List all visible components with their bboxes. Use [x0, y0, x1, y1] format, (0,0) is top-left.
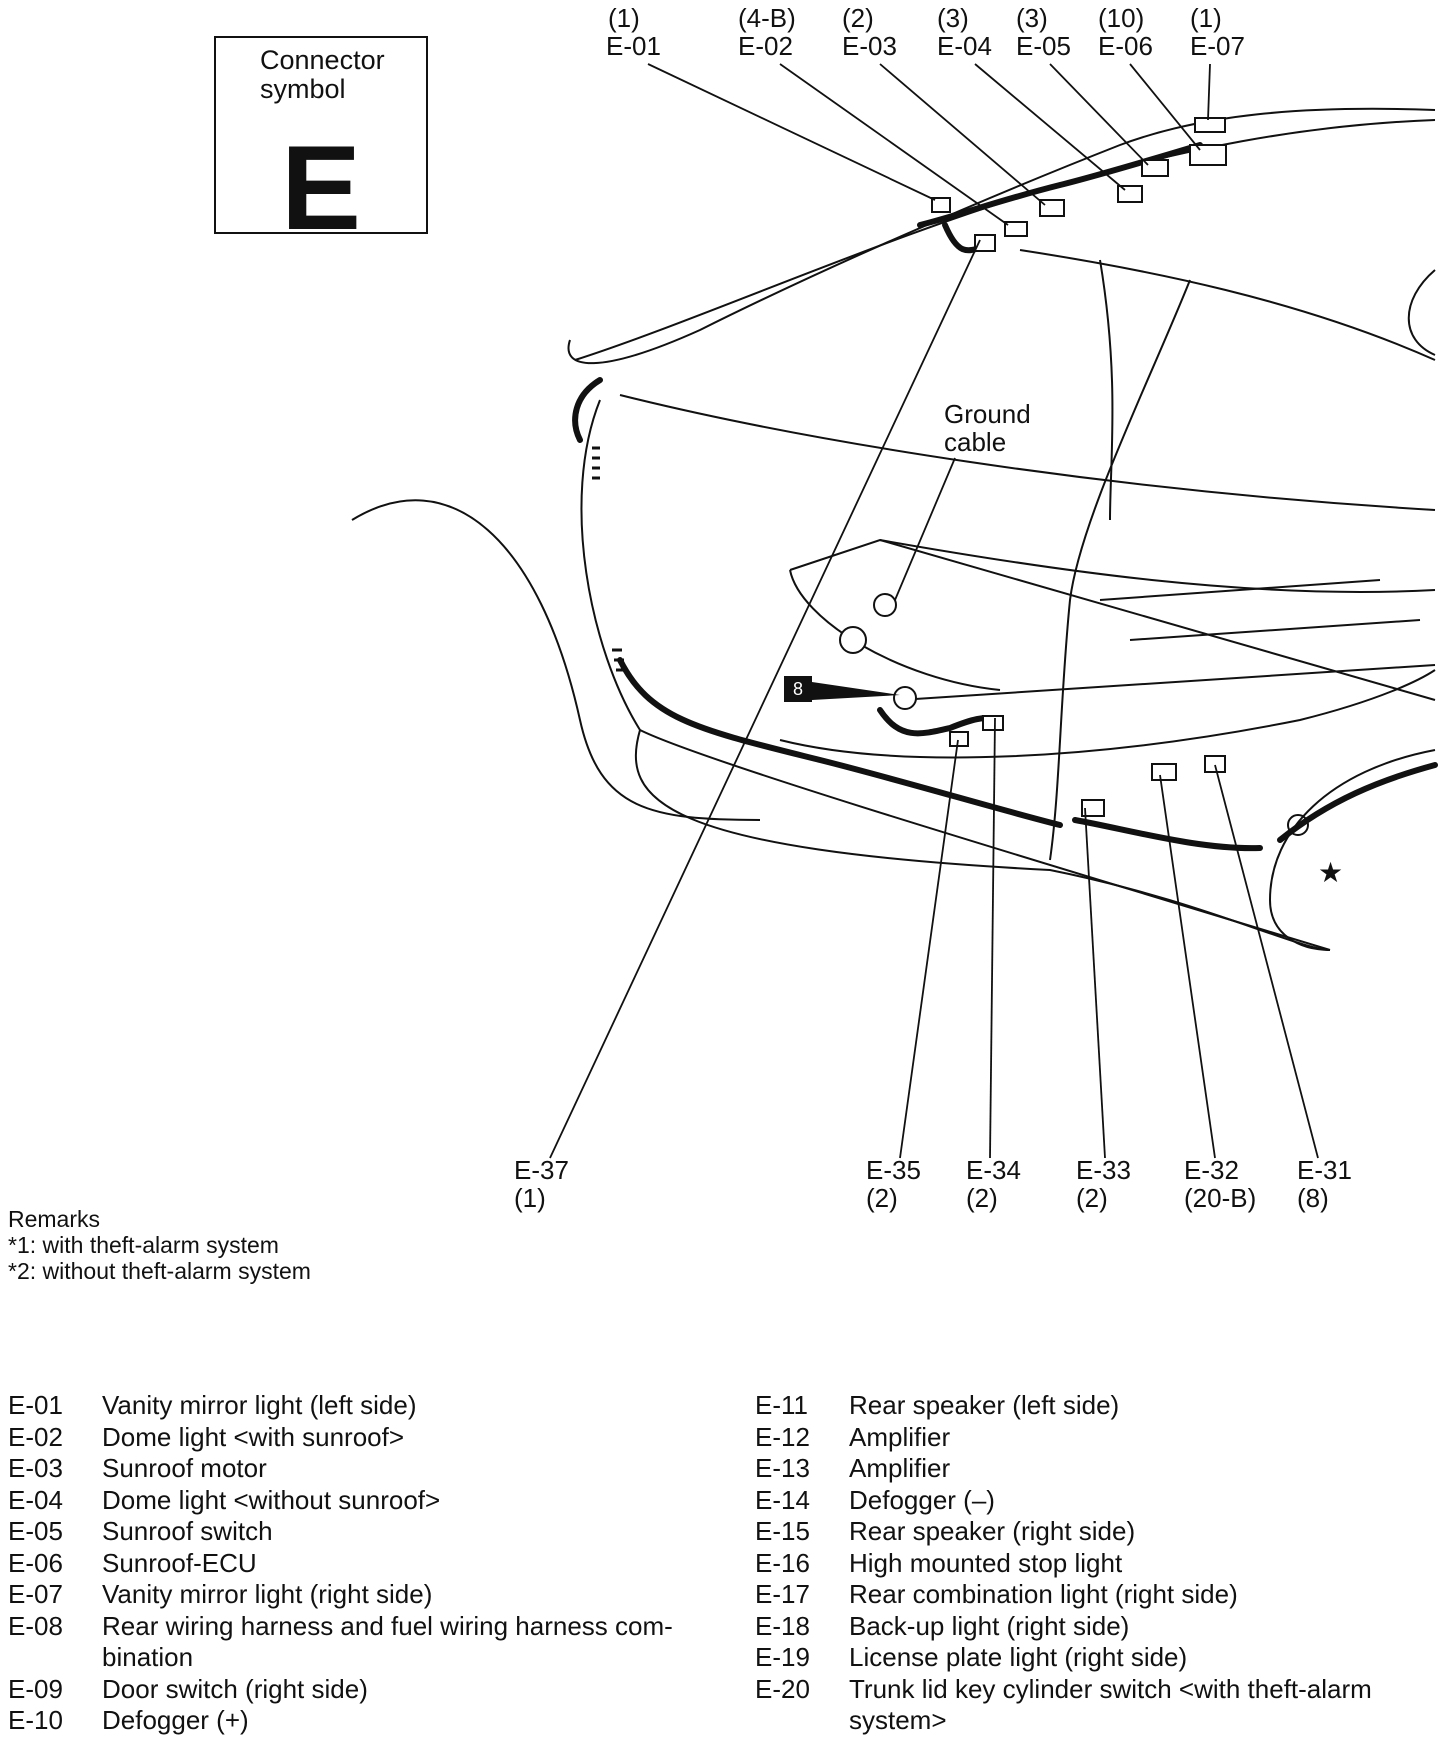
label-e-03: (2)E-03: [842, 3, 897, 61]
label-e-34: E-34(2): [966, 1155, 1021, 1213]
svg-text:★: ★: [1318, 856, 1343, 889]
ground-badge: 8: [792, 679, 803, 699]
remarks-note-1: *1: with theft-alarm system: [8, 1232, 279, 1258]
label-e-37: E-37(1): [514, 1155, 569, 1213]
label-e-33: E-33(2): [1076, 1155, 1131, 1213]
label-e-01: (1)E-01: [606, 3, 661, 61]
label-e-35: E-35(2): [866, 1155, 921, 1213]
label-e-02: (4-B)E-02: [738, 3, 796, 61]
label-e-05: (3)E-05: [1016, 3, 1071, 61]
connector-symbol-box: Connector symbol E: [214, 36, 428, 248]
connector-symbol-title: Connector symbol: [260, 45, 385, 104]
label-e-07: (1)E-07: [1190, 3, 1245, 61]
remarks: Remarks *1: with theft-alarm system *2: …: [8, 1206, 311, 1284]
connector-symbol-letter: E: [280, 121, 362, 255]
label-e-06: (10)E-06: [1098, 3, 1153, 61]
remarks-note-2: *2: without theft-alarm system: [8, 1258, 311, 1284]
label-e-32: E-32(20-B): [1184, 1155, 1257, 1213]
remarks-title: Remarks: [8, 1206, 101, 1232]
label-e-04: (3)E-04: [937, 3, 992, 61]
label-e-31: E-31(8): [1297, 1155, 1352, 1213]
